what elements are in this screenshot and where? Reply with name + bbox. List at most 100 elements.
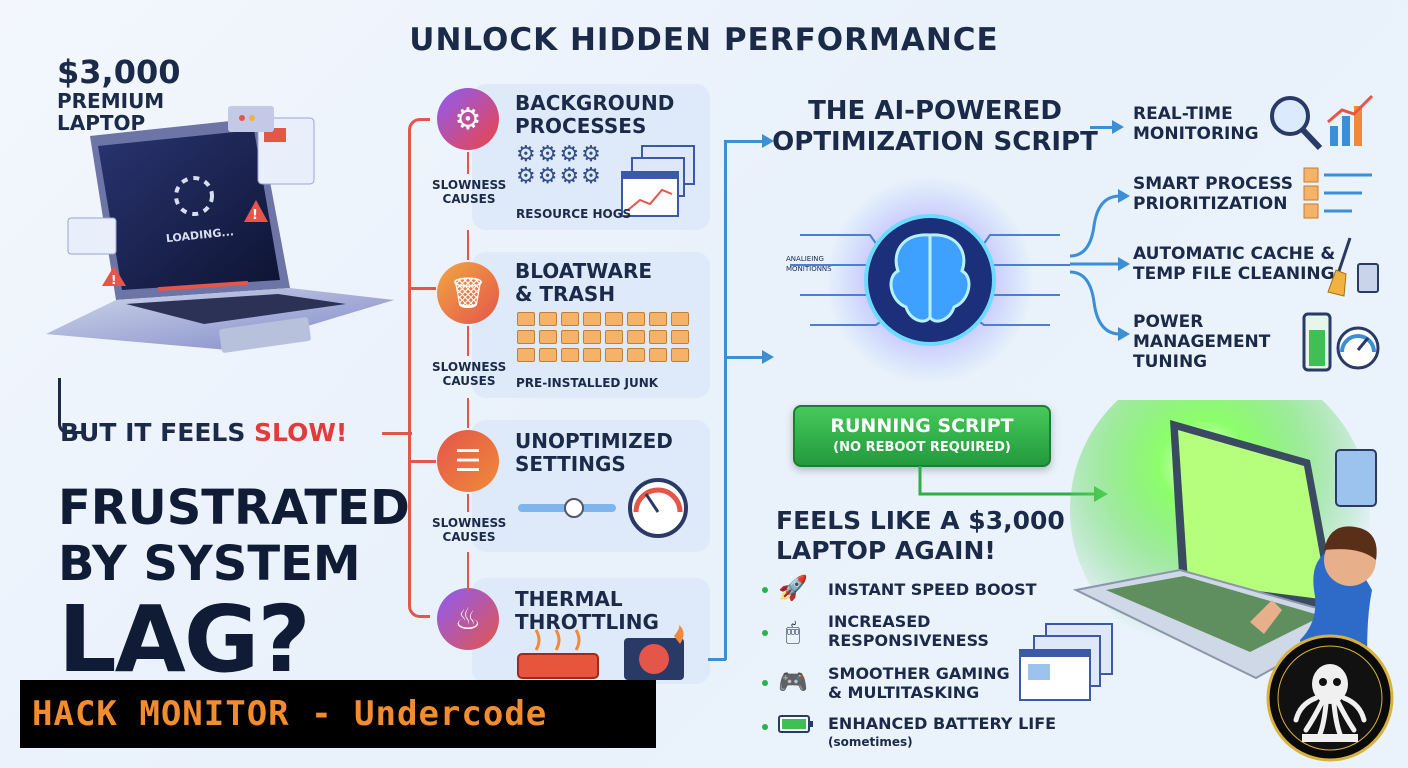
feature-4-line-2: MANAGEMENT (1133, 332, 1271, 352)
stacked-windows-icon (621, 145, 695, 217)
cause-title-2-line-1: BLOATWARE (515, 259, 653, 283)
cause-title-3: UNOPTIMIZED SETTINGS (515, 430, 673, 476)
sliders-icon: ☰ (437, 430, 499, 492)
feature-2-line-1: SMART PROCESS (1133, 174, 1293, 194)
slow-laptop-illustration: LOADING... ! ! (46, 106, 394, 353)
solution-connector-mid (726, 356, 764, 359)
feature-cache-cleaning: AUTOMATIC CACHE & TEMP FILE CLEANING (1133, 244, 1335, 284)
cause-tag-3-line-2: CAUSES (442, 530, 496, 544)
running-script-label: RUNNING SCRIPT (830, 415, 1014, 437)
feature-smart-process: SMART PROCESS PRIORITIZATION (1133, 174, 1293, 214)
price-label: $3,000 (57, 53, 181, 91)
benefit-3-line-1: SMOOTHER GAMING (828, 664, 1010, 683)
battery-icon (778, 715, 813, 733)
cause-connector-4 (467, 552, 469, 592)
benefit-2-line-2: RESPONSIVENESS (828, 631, 989, 650)
feature-realtime-monitoring: REAL-TIME MONITORING (1133, 104, 1259, 144)
cause-tag-3-line-1: SLOWNESS (432, 516, 507, 530)
question-line-3: LAG? (58, 586, 311, 693)
cause-connector-1 (467, 152, 469, 174)
result-line-2: LAPTOP AGAIN! (776, 536, 996, 565)
cause-title-3-line-1: UNOPTIMIZED (515, 429, 673, 453)
cause-title-4-line-2: THROTTLING (515, 610, 659, 634)
cause-tag-1-line-2: CAUSES (442, 192, 496, 206)
cause-sub-2: PRE-INSTALLED JUNK (516, 376, 659, 390)
slider-gauge-icon (518, 478, 688, 538)
bullet-dot (762, 587, 768, 593)
cause-connector-3 (467, 398, 469, 428)
price-block: $3,000 PREMIUM LAPTOP (57, 54, 180, 134)
feature-4-line-1: POWER (1133, 312, 1204, 332)
battery-gauge-icon (1302, 312, 1380, 372)
arrow-head-icon (762, 134, 774, 148)
watermark-banner: HACK MONITOR - Undercode (20, 680, 656, 748)
benefit-responsiveness: INCREASED RESPONSIVENESS (828, 612, 989, 650)
bullet-dot (762, 630, 768, 636)
svg-text:!: ! (111, 273, 116, 287)
question-line-2: BY SYSTEM (58, 536, 361, 592)
cause-connector-2 (467, 230, 469, 260)
process-list-icon (1303, 167, 1372, 219)
frustrated-question: FRUSTRATED BY SYSTEM LAG? (58, 480, 410, 688)
benefit-4-line-1: ENHANCED BATTERY LIFE (828, 714, 1057, 733)
benefit-3-line-2: & MULTITASKING (828, 683, 980, 702)
slow-statement: BUT IT FEELS SLOW! (60, 418, 347, 447)
solution-connector-foot (708, 658, 726, 661)
cause-title-2-line-2: & TRASH (515, 282, 616, 306)
feature-3-line-2: TEMP FILE CLEANING (1133, 264, 1335, 284)
svg-text:!: ! (252, 208, 258, 223)
bullet-dot (762, 724, 768, 730)
cause-title-1-line-2: PROCESSES (515, 114, 647, 138)
folder-grid-icon (517, 312, 689, 362)
gamepad-icon: 🎮 (778, 668, 808, 696)
ai-title-line-2: OPTIMIZATION SCRIPT (772, 127, 1098, 157)
benefit-2-line-1: INCREASED (828, 612, 931, 631)
magnifier-chart-icon (1270, 94, 1374, 151)
ai-side-label-2: MONITIONNS (786, 265, 832, 273)
price-sub-2: LAPTOP (57, 111, 146, 135)
cause-title-1-line-1: BACKGROUND (515, 91, 675, 115)
feature-power-management: POWER MANAGEMENT TUNING (1133, 312, 1270, 372)
ai-script-title: THE AI-POWERED OPTIMIZATION SCRIPT (770, 96, 1100, 158)
benefit-gaming: SMOOTHER GAMING & MULTITASKING (828, 664, 1010, 702)
cause-title-2: BLOATWARE & TRASH (515, 260, 652, 306)
cause-tag-2: SLOWNESS CAUSES (432, 360, 506, 388)
slow-prefix: BUT IT FEELS (60, 418, 255, 447)
mouse-icon: 🖱 (785, 618, 801, 646)
result-line-1: FEELS LIKE A $3,000 (776, 506, 1065, 535)
bracket-line (58, 378, 82, 434)
cause-tag-2-line-2: CAUSES (442, 374, 496, 388)
app-windows-icon (1019, 623, 1113, 701)
page-title: UNLOCK HIDDEN PERFORMANCE (409, 22, 999, 58)
heat-icon: ♨ (437, 588, 499, 650)
cause-tag-1: SLOWNESS CAUSES (432, 178, 506, 206)
causes-connector-branch-2 (410, 287, 436, 290)
trash-icon: 🗑 (437, 262, 499, 324)
causes-connector-stub (382, 432, 412, 435)
octopus-logo-icon (1266, 634, 1394, 762)
gear-icon: ⚙ (437, 88, 499, 150)
cause-connector-3b (467, 494, 469, 512)
feature-2-line-2: PRIORITIZATION (1133, 194, 1288, 214)
feature-arrow-branches (1069, 189, 1130, 341)
running-script-button[interactable]: RUNNING SCRIPT (NO REBOOT REQUIRED) (793, 405, 1051, 467)
feature-1-line-1: REAL-TIME (1133, 104, 1233, 124)
price-sub-1: PREMIUM (57, 89, 165, 113)
cause-tag-2-line-1: SLOWNESS (432, 360, 507, 374)
bullet-dot (762, 680, 768, 686)
slow-word: SLOW! (254, 418, 348, 447)
arrow-head-icon (1112, 120, 1124, 134)
ai-side-label-1: ANALIEING (786, 255, 824, 263)
overheating-cpu-icon (517, 624, 684, 680)
feature-3-line-1: AUTOMATIC CACHE & (1133, 244, 1336, 264)
ai-title-line-1: THE AI-POWERED (808, 96, 1062, 126)
cause-sub-1: RESOURCE HOGS (516, 207, 632, 221)
no-reboot-label: (NO REBOOT REQUIRED) (833, 440, 1011, 455)
gear-cluster-icon: ⚙⚙⚙⚙⚙⚙⚙⚙ (516, 142, 603, 189)
solution-connector (724, 140, 738, 660)
rocket-icon: 🚀 (778, 574, 808, 602)
cause-connector-2b (467, 326, 469, 356)
feature-1-line-2: MONITORING (1133, 124, 1259, 144)
cause-title-1: BACKGROUND PROCESSES (515, 92, 674, 138)
feature-arrow-1 (1090, 126, 1114, 129)
